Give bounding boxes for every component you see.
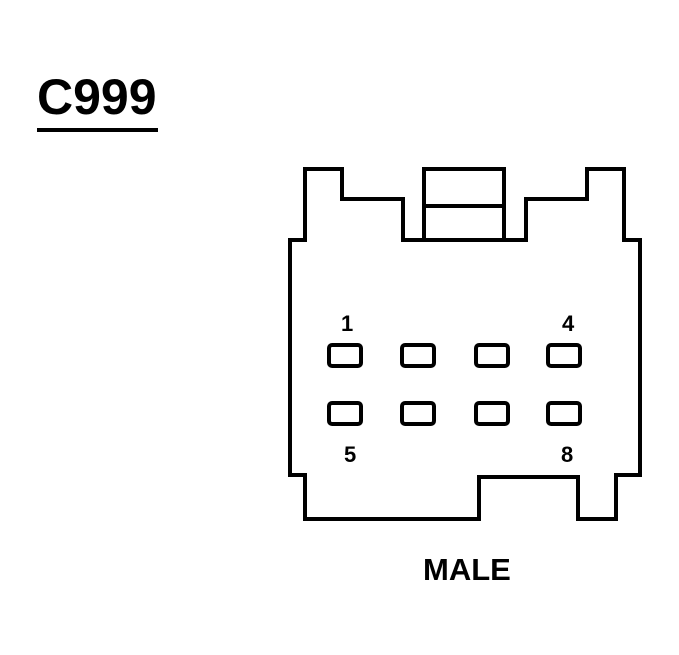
pin-cavity-3 xyxy=(474,343,510,368)
connector-id-title: C999 xyxy=(37,69,157,125)
pin-label-4: 4 xyxy=(562,311,575,336)
pin-cavity-5 xyxy=(327,401,363,426)
connector-gender-label: MALE xyxy=(423,552,511,587)
title-underline xyxy=(37,128,158,132)
pin-cavity-8 xyxy=(546,401,582,426)
pin-cavity-2 xyxy=(400,343,436,368)
connector-housing-outline xyxy=(288,167,642,521)
pin-cavity-1 xyxy=(327,343,363,368)
pin-label-8: 8 xyxy=(561,442,573,467)
pin-label-5: 5 xyxy=(344,442,356,467)
pin-label-1: 1 xyxy=(341,311,353,336)
pin-cavity-6 xyxy=(400,401,436,426)
pin-cavity-7 xyxy=(474,401,510,426)
pin-cavity-4 xyxy=(546,343,582,368)
